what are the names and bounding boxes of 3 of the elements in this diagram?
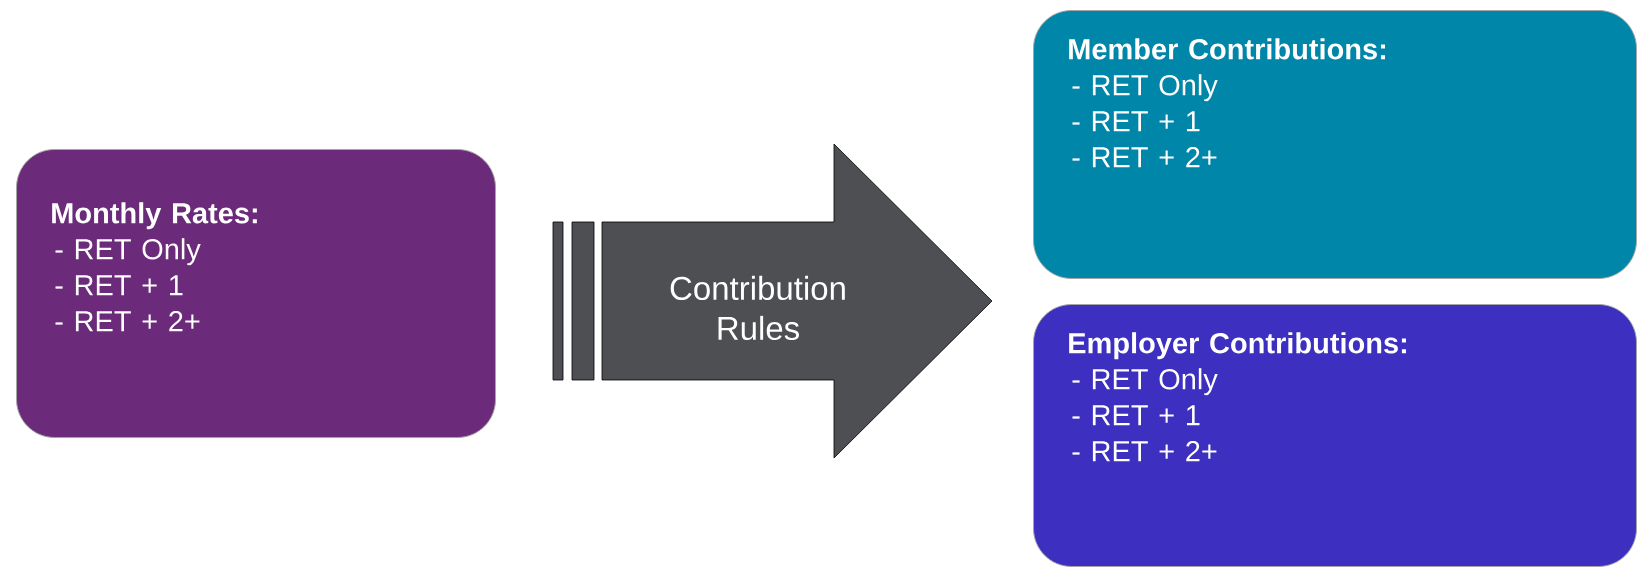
list-box: Monthly Rates: - RET Only - RET + 1 - RET + 2+ xyxy=(16,149,496,438)
list-box: Member Contributions: - RET Only - RET + 1 - RET + 2+ xyxy=(1033,10,1637,279)
list-box: Employer Contributions: - RET Only - RET + 1 - RET + 2+ xyxy=(1033,304,1637,567)
